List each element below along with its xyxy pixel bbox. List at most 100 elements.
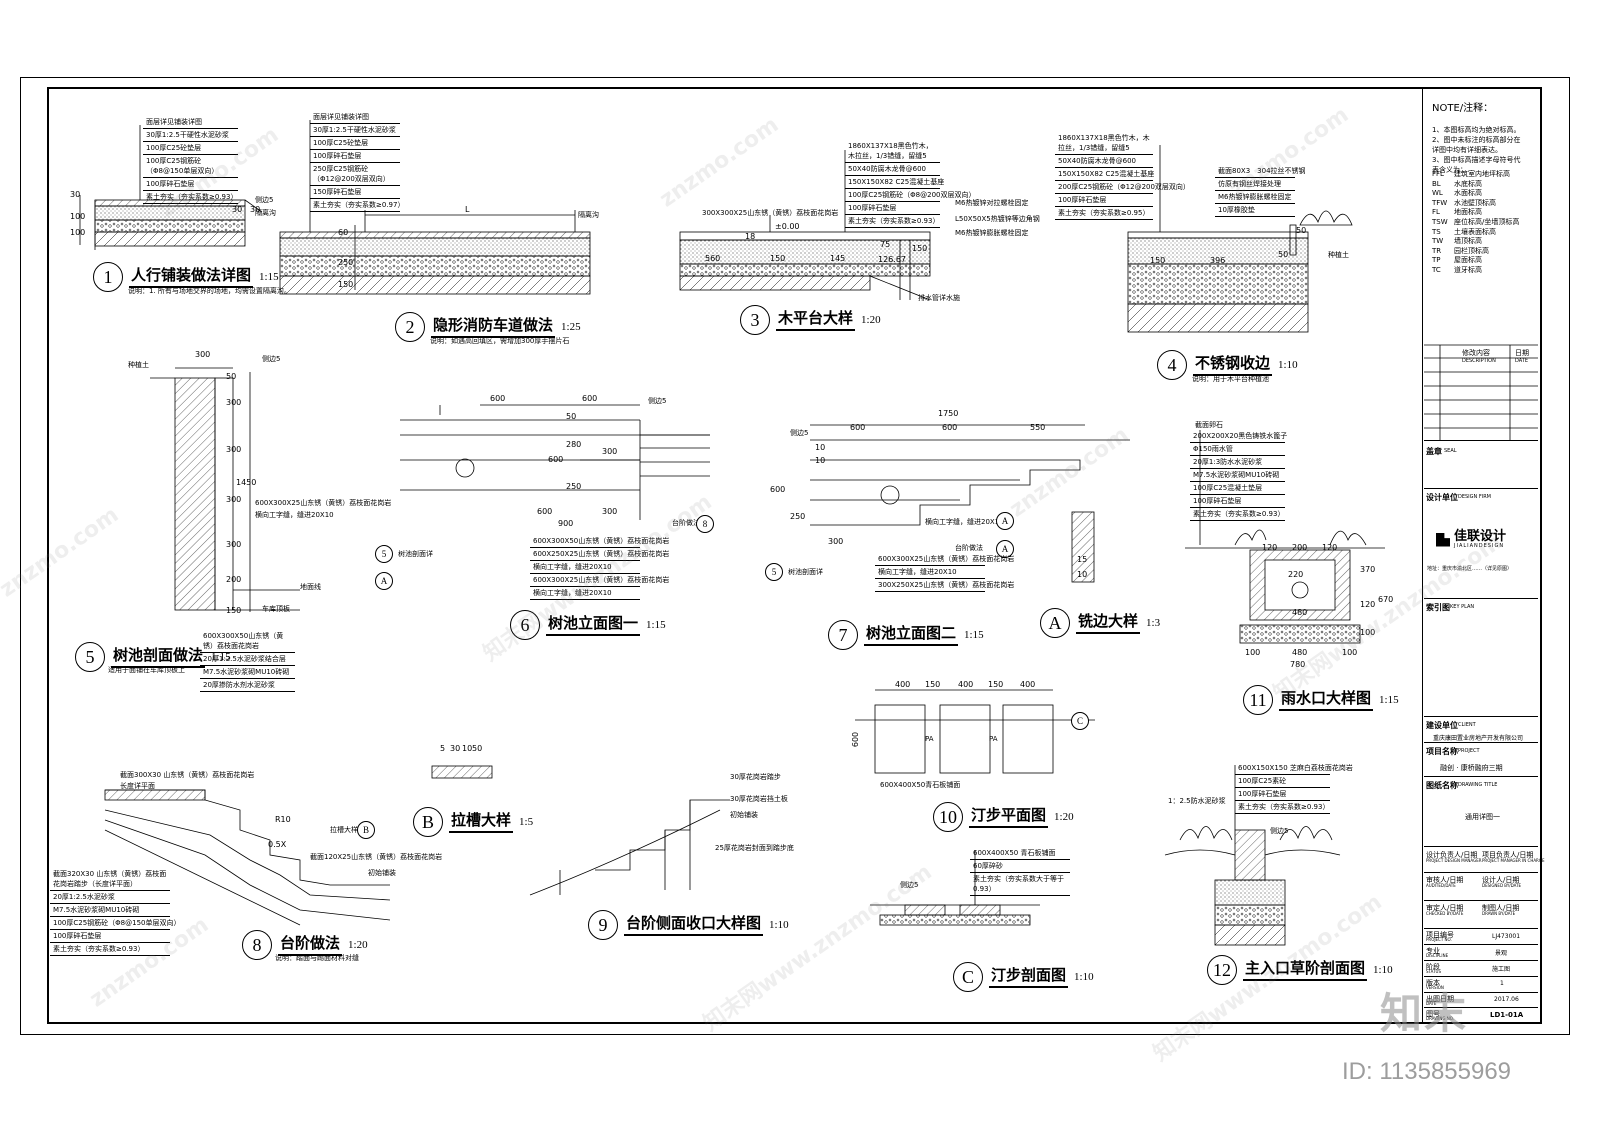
d2-title-text: 隐形消防车道做法: [431, 317, 556, 338]
dB-title-text: 拉槽大样: [449, 812, 514, 833]
stage-label-en: STATUS: [1426, 969, 1442, 974]
d2-note: 说明：如遇高回填区，需增加300厚手摆片石: [430, 337, 570, 345]
drawing-label: 图纸名称: [1426, 781, 1458, 790]
d9-number-bubble: 9: [588, 910, 618, 940]
discipline-label-en: DISCIPLINE: [1426, 953, 1449, 958]
d1-number-bubble: 1: [93, 262, 123, 292]
d7-label-joint-2: 横向工字缝，缝进20X10: [875, 566, 985, 579]
d5-layer-0: 600X300X50山东锈（黄锈）荔枝面花岗岩: [200, 630, 295, 653]
d4-dim-1: 396: [1210, 256, 1226, 265]
d4-dim-0: 150: [1150, 256, 1166, 265]
d9-title: 9 台阶侧面收口大样图 1:10: [588, 910, 789, 940]
d12-layer-1: 100厚C25素砼: [1235, 775, 1330, 788]
d6-label-joint: 横向工字缝，缝进20X10: [530, 561, 640, 574]
sheet-number: LD1-01A: [1490, 1011, 1524, 1019]
logo-text: 佳联设计 JIALIANDESIGN: [1454, 530, 1506, 549]
d4-layer-2: 150X150X82 C25混凝土基座: [1055, 168, 1154, 181]
dA-scale: 1:3: [1146, 617, 1161, 629]
d8-title: 8 台阶做法 1:20: [242, 930, 368, 960]
sign-design-manager: 设计负责人/日期: [1426, 851, 1478, 859]
image-id: ID: 1135855969: [1342, 1058, 1512, 1085]
version: 1: [1500, 980, 1504, 987]
d8-ref-b: B: [357, 821, 375, 839]
d8-title-text: 台阶做法: [278, 935, 343, 956]
dC-number-bubble: C: [953, 962, 983, 992]
dC-layer-2: 素土夯实（夯实系数大于等于0.93）: [970, 873, 1070, 896]
d6-title-text: 树池立面图一: [546, 615, 641, 636]
d12-title-text: 主入口草阶剖面图: [1243, 960, 1368, 981]
d5-title-text: 树池剖面做法: [111, 647, 206, 668]
d5-dim-2: 300: [226, 398, 242, 407]
d3-layer-spec: 1860X137X18黑色竹木，木拉丝，1/3错缝，留缝5 50X40防腐木龙骨…: [845, 140, 975, 228]
legend-desc: 座位标高/坐墙顶标高: [1454, 217, 1520, 226]
d11-dim-11: 100: [1360, 628, 1376, 637]
d2-dim-0: 60: [338, 228, 349, 237]
sign-checked: 审定人/日期: [1426, 904, 1464, 912]
d2-layer-3: 100厚碎石垫层: [310, 150, 400, 163]
legend-desc: 屋面标高: [1454, 256, 1482, 265]
d3-layer-5: 素土夯实（夯实系数≥0.93）: [845, 215, 940, 228]
d4-layer-1: 50X40防腐木龙骨@600: [1055, 155, 1153, 168]
d3-title-text: 木平台大样: [776, 310, 856, 331]
sign-project-manager: 项目负责人/日期: [1482, 851, 1534, 859]
d5-label-ground: 地面线: [300, 583, 321, 591]
sheet-label: 图号: [1426, 1010, 1440, 1018]
d3-dim-5: 126.67: [878, 255, 906, 264]
d2-layer-2: 100厚C25砼垫层: [310, 137, 400, 150]
keyplan-label: 索引图: [1426, 603, 1450, 612]
d12-layer-0: 600X150X150 芝麻白荔枝面花岗岩: [1235, 762, 1353, 775]
d11-layer-4: 100厚C25混凝土垫层: [1190, 482, 1285, 495]
d6-scale: 1:15: [646, 619, 666, 631]
sign-checked-en: CHECKED BY/DATE: [1426, 911, 1464, 916]
issue-date: 2017.06: [1494, 996, 1519, 1003]
d6-dim-4: 600: [548, 455, 564, 464]
d6-dim-9: 300: [602, 507, 618, 516]
legend-code: WL: [1432, 189, 1443, 198]
d10-dim-1: 150: [925, 680, 941, 689]
d3-layer-3: 100厚C25钢筋砼（Φ8@200双层双向）: [845, 189, 975, 202]
d2-layer-1: 30厚1:2.5干硬性水泥砂浆: [310, 124, 400, 137]
notes-title: NOTE/注释：: [1432, 103, 1494, 114]
legend-desc: 道牙标高: [1454, 265, 1482, 274]
d2-dim-2: 150: [338, 280, 354, 289]
rev-sub-date: DATE: [1515, 358, 1529, 364]
d12-scale: 1:10: [1373, 964, 1393, 976]
sheet-label-en: DRAWING NO.: [1426, 1016, 1454, 1021]
d4-label-bolt: M6热镀锌膨胀螺栓固定: [1215, 191, 1295, 204]
dA-number-bubble: A: [1040, 608, 1070, 638]
d7-label-granite-300: 600X300X25山东锈（黄锈）荔枝面花岗岩: [875, 553, 1014, 566]
d11-label-pebble: 截面卵石: [1195, 421, 1223, 429]
d11-dim-9: 370: [1360, 565, 1376, 574]
d1-scale: 1:15: [259, 271, 279, 283]
d6-ref-5: 5: [375, 545, 393, 563]
d11-dim-10: 120: [1360, 600, 1376, 609]
d8-label-granite-300: 截面300X30 山东锈（黄锈）荔枝面花岗岩: [120, 771, 255, 779]
d3-title: 3 木平台大样 1:20: [740, 305, 881, 335]
d6-label-side: 侧边5: [648, 397, 667, 405]
d8-layer-spec: 截面320X30 山东锈（黄锈）荔枝面花岗岩踏步（长度详平面） 20厚1:2.5…: [50, 868, 180, 956]
d10-dim-3: 150: [988, 680, 1004, 689]
d5-dim-8: 150: [226, 606, 242, 615]
company-logo: 佳联设计 JIALIANDESIGN: [1436, 530, 1506, 549]
d8-label-length: 长度详平面: [120, 782, 155, 790]
d11-layer-1: Φ150雨水管: [1190, 443, 1285, 456]
d11-dim-7: 100: [1342, 648, 1358, 657]
d7-dim-6: 600: [770, 485, 786, 494]
d3-layer-0: 1860X137X18黑色竹木，木拉丝，1/3错缝，留缝5: [845, 140, 940, 163]
d1-label-ditch: 隔离沟: [255, 209, 276, 217]
d2-layer-0: 面层详见铺装详图: [310, 111, 400, 124]
d1-layer-1: 30厚1:2.5干硬性水泥砂浆: [143, 129, 238, 142]
tb-divider: [1424, 716, 1538, 717]
d11-layer-5: 100厚碎石垫层: [1190, 495, 1285, 508]
discipline-label: 专业: [1426, 947, 1440, 955]
d2-title: 2 隐形消防车道做法 1:25: [395, 312, 581, 342]
dA-title-text: 铣边大样: [1076, 613, 1141, 634]
d6-label-step-ref: 台阶做法: [672, 519, 700, 527]
note-2: 详图中均有详细表达。: [1432, 146, 1502, 154]
d3-scale: 1:20: [861, 314, 881, 326]
